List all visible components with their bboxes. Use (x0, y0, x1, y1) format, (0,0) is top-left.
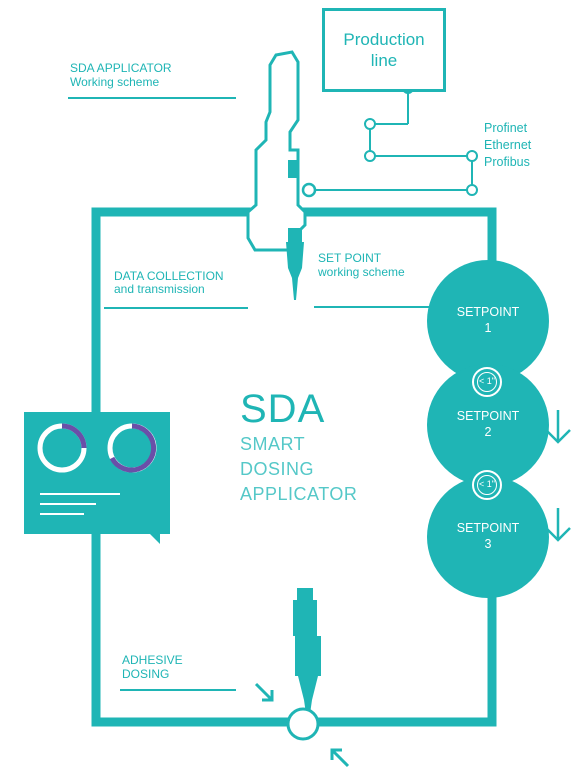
timer-2-label: < 1" (477, 475, 497, 495)
applicator-title: SDA APPLICATOR (70, 61, 172, 75)
setpoint-1: SETPOINT 1 (427, 260, 549, 382)
production-line-label-1: Production (343, 29, 425, 49)
label-underlines (68, 97, 430, 691)
protocol-ethernet: Ethernet (484, 137, 532, 152)
set-point-title: SET POINT (318, 251, 382, 265)
data-collection-label: DATA COLLECTION and transmission (114, 269, 224, 297)
applicator-label: SDA APPLICATOR Working scheme (70, 61, 172, 90)
protocol-profinet: Profinet (484, 121, 528, 135)
timer-badge-2: < 1" (472, 470, 502, 500)
monitor-icon (24, 412, 170, 544)
protocol-list: Profinet Ethernet Profibus (484, 120, 531, 171)
sda-line-1: SMART (240, 434, 306, 454)
arrow-out-icon (330, 748, 350, 768)
arrow-in-icon (254, 682, 274, 702)
set-point-subtitle: working scheme (318, 264, 405, 279)
setpoint-3-label: SETPOINT (456, 521, 520, 536)
data-collection-subtitle: and transmission (114, 282, 205, 297)
connection-nodes (364, 82, 478, 196)
timer-1-label: < 1" (477, 372, 497, 392)
sda-title: SDA (240, 387, 326, 431)
setpoint-2-number: 2 (484, 425, 492, 439)
applicator-bottom-icon (286, 588, 321, 741)
adhesive-line-1: ADHESIVE (122, 653, 183, 667)
network-connections (310, 92, 473, 191)
timer-badge-1: < 1" (472, 367, 502, 397)
production-line-label-2: line (370, 51, 398, 70)
sda-title-block: SDA SMART DOSING APPLICATOR (240, 386, 357, 508)
applicator-subtitle: Working scheme (70, 74, 160, 89)
protocol-profibus: Profibus (484, 154, 530, 169)
setpoint-3-number: 3 (484, 537, 492, 551)
adhesive-label: ADHESIVE DOSING (122, 653, 183, 682)
set-point-label: SET POINT working scheme (318, 251, 405, 280)
sda-line-2: DOSING (240, 459, 315, 480)
production-line-box: Production line (322, 8, 446, 92)
data-collection-title: DATA COLLECTION (114, 269, 224, 283)
applicator-top-icon (246, 50, 317, 300)
sda-line-3: APPLICATOR (240, 484, 358, 505)
arrow-down-icon (545, 410, 571, 542)
setpoint-1-label: SETPOINT (456, 305, 520, 320)
setpoint-2-label: SETPOINT (456, 409, 520, 424)
setpoint-1-number: 1 (484, 321, 492, 335)
adhesive-line-2: DOSING (122, 666, 170, 681)
